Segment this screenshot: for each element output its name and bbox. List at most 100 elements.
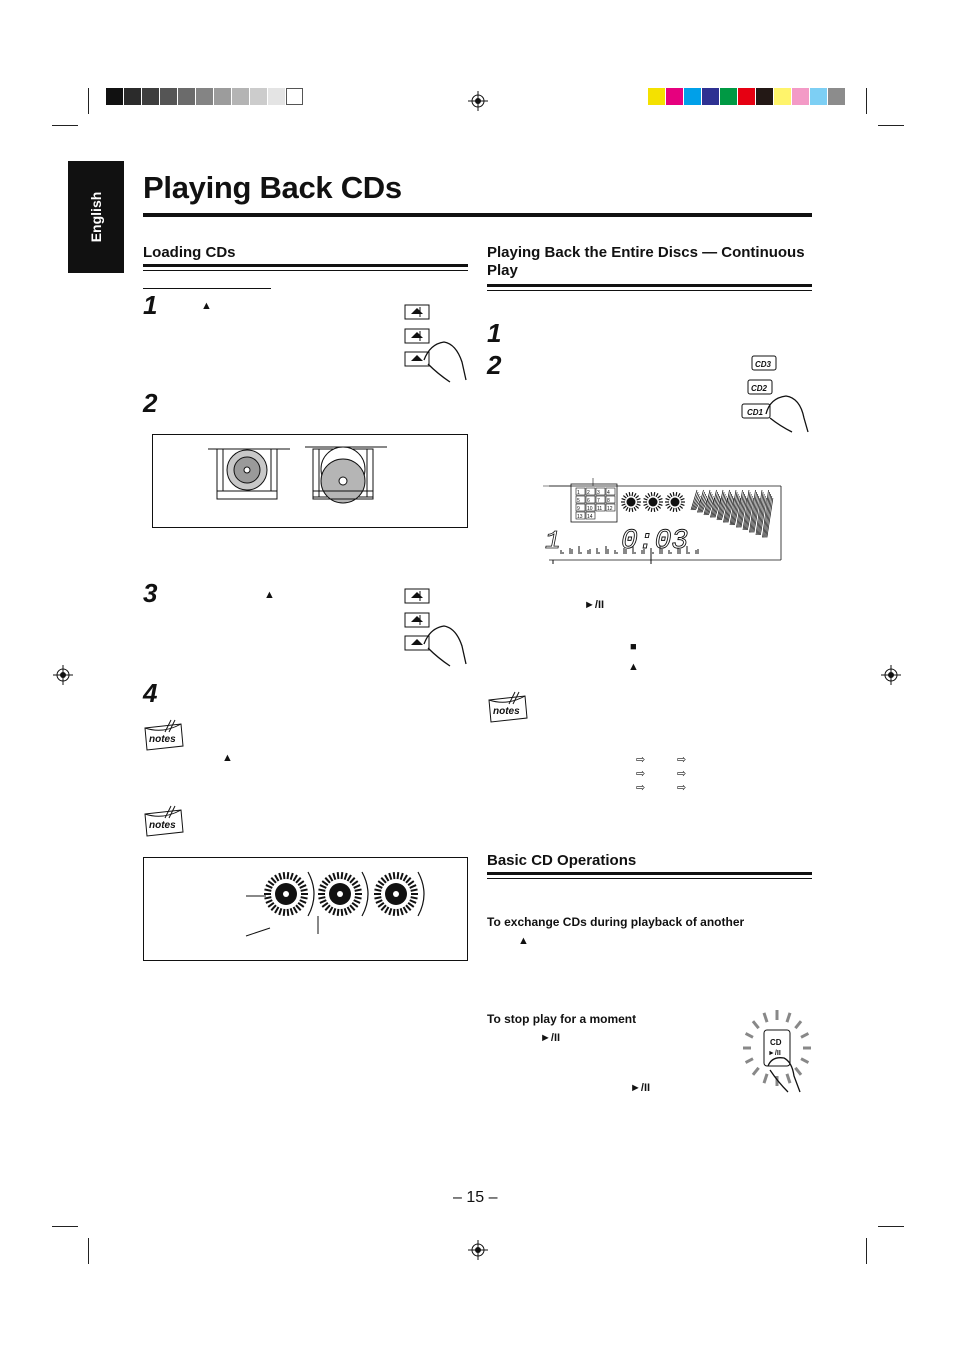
track-number-cell: 5 [575, 495, 586, 504]
stop-icon: ■ [630, 641, 637, 653]
disc-indicator-icon [374, 871, 425, 917]
section-rule [143, 270, 468, 271]
gray-swatch [250, 88, 267, 105]
glow-ray [800, 1032, 810, 1039]
gray-swatch [286, 88, 303, 105]
cd3-button[interactable]: CD3 [751, 355, 777, 371]
track-number-cell: 6 [585, 495, 596, 504]
glow-ray [794, 1020, 803, 1030]
color-swatch [684, 88, 701, 105]
cd-play-pause-button[interactable] [763, 1029, 791, 1067]
arrow-right-icon: ⇨ [677, 782, 687, 794]
step-number: 1 [143, 290, 158, 320]
color-swatch [756, 88, 773, 105]
crop-mark [88, 88, 89, 114]
step-number: 1 [487, 318, 502, 348]
svg-text:5: 5 [577, 498, 580, 504]
crop-mark [88, 1238, 89, 1264]
color-swatch [666, 88, 683, 105]
step-number: 3 [143, 578, 158, 608]
eject-icon: ▲ [201, 300, 212, 312]
svg-text:2: 2 [587, 490, 590, 496]
notes-icon: notes [488, 691, 528, 723]
cd-play-button-symbol: ►/II [768, 1050, 781, 1057]
track-number-cell: 12 [605, 503, 616, 512]
color-swatch [648, 88, 665, 105]
svg-text:13: 13 [577, 514, 583, 520]
display-disc-icon [643, 492, 663, 512]
loading-cds-heading: Loading CDs [143, 244, 236, 261]
glow-ray [762, 1073, 769, 1084]
equalizer-marks [560, 546, 699, 554]
cd1-button[interactable]: CD1 [741, 403, 771, 419]
play-pause-icon: ►/II [584, 599, 605, 611]
color-swatch [702, 88, 719, 105]
basic-cd-operations-heading: Basic CD Operations [487, 852, 637, 869]
level-bar [697, 489, 709, 513]
arrow-right-icon: ⇨ [677, 768, 687, 780]
glow-ray [751, 1066, 760, 1076]
disc-indicator-illustration [143, 857, 468, 961]
eject-icon: ▲ [518, 935, 529, 947]
page-title: Playing Back CDs [143, 170, 402, 205]
disc-indicator-icon [264, 871, 315, 917]
gray-swatch [232, 88, 249, 105]
gray-swatch [124, 88, 141, 105]
display-time: 0:03 [621, 526, 688, 557]
section-rule [143, 264, 468, 267]
level-bar [762, 489, 774, 538]
glow-ray [751, 1020, 760, 1030]
glow-ray [744, 1032, 754, 1039]
arrow-right-icon: ⇨ [636, 768, 646, 780]
disc-tray-illustration [152, 434, 468, 528]
level-bar [742, 489, 754, 531]
level-bar [690, 489, 702, 511]
svg-text:9: 9 [577, 506, 580, 512]
registration-target-icon [53, 665, 73, 685]
section-rule [487, 284, 812, 287]
gray-swatch [214, 88, 231, 105]
cd-play-pause-button-illustration: CD ►/II [743, 1010, 811, 1093]
track-number-cell: 1 [575, 487, 586, 496]
notes-icon: notes [144, 805, 184, 837]
cd2-button[interactable]: CD2 [747, 379, 773, 395]
page-number: – 15 – [453, 1189, 498, 1206]
glow-ray [785, 1073, 792, 1084]
eject-icon: ▲ [264, 589, 275, 601]
section-rule [487, 878, 812, 879]
cd-play-button-label: CD [770, 1038, 782, 1047]
color-swatch [720, 88, 737, 105]
section-rule-short [143, 288, 271, 289]
cd-select-buttons-illustration: CD3 CD2 CD1 [741, 355, 809, 433]
color-swatch [774, 88, 791, 105]
play-pause-icon: ►/II [630, 1082, 651, 1094]
level-bar [755, 489, 767, 536]
eject-buttons-illustration [404, 304, 467, 383]
level-bar [716, 489, 728, 521]
registration-target-icon [468, 1240, 488, 1260]
level-bar [710, 489, 722, 518]
color-swatch [792, 88, 809, 105]
language-tab-label: English [88, 191, 104, 243]
exchange-cds-subheading: To exchange CDs during playback of anoth… [487, 915, 745, 929]
display-disc-icon [621, 492, 641, 512]
track-number-cell: 13 [575, 511, 586, 520]
level-bar [703, 489, 715, 516]
registration-target-icon [468, 91, 488, 111]
language-tab: English [68, 161, 124, 273]
notes-icon: notes [144, 719, 184, 751]
section-rule [487, 872, 812, 875]
step-number: 4 [143, 678, 158, 708]
disc-indicator-icon [318, 871, 369, 917]
svg-text:7: 7 [597, 498, 600, 504]
cd3-button-label: CD3 [755, 360, 772, 369]
track-number-cell: 2 [585, 487, 596, 496]
eject-icon: ▲ [628, 661, 639, 673]
crop-mark [52, 125, 78, 126]
stop-play-subheading: To stop play for a moment [487, 1012, 637, 1026]
svg-text:1: 1 [577, 490, 580, 496]
gray-swatch [178, 88, 195, 105]
gray-swatch [196, 88, 213, 105]
step-number: 2 [143, 388, 158, 418]
cd2-button-label: CD2 [751, 384, 768, 393]
